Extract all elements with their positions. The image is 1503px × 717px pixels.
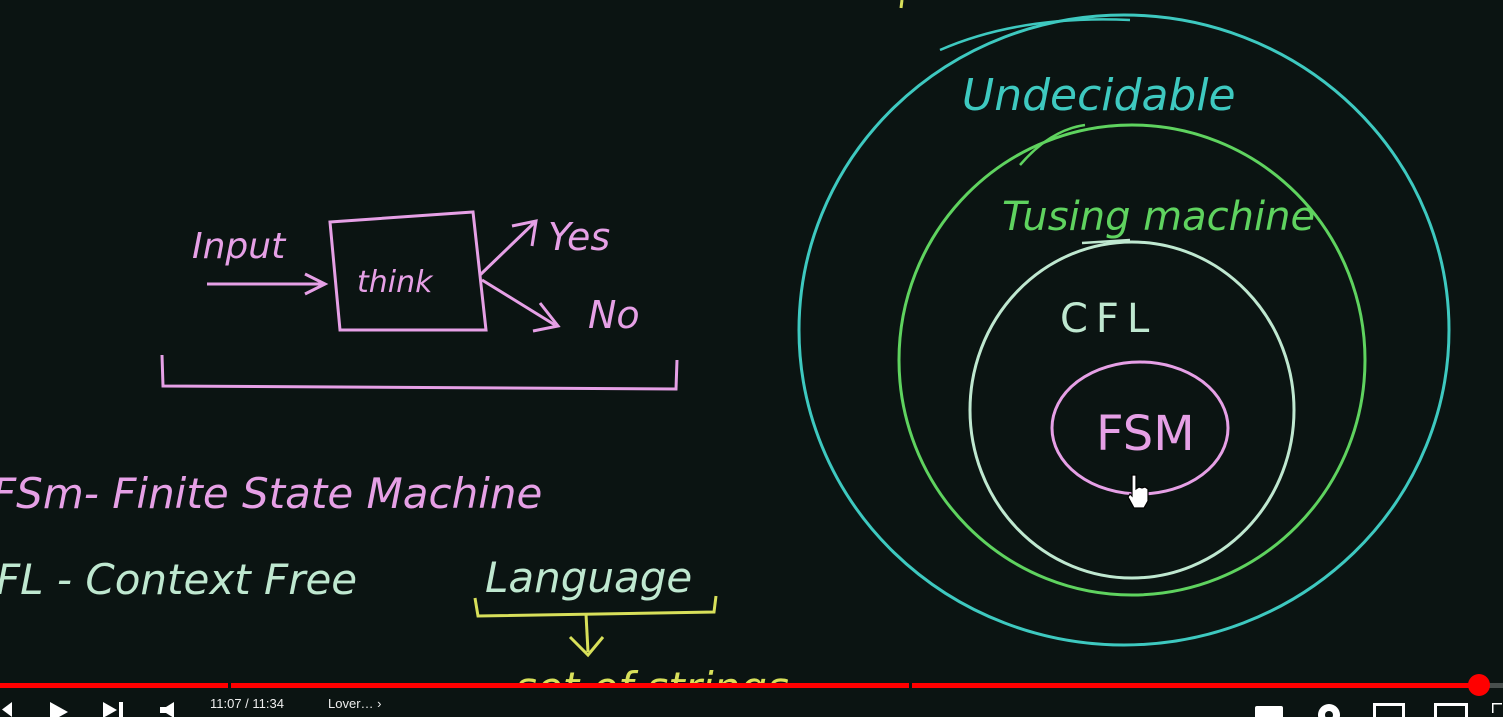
think-box [328,210,488,332]
set-of-strings: set of strings [515,663,789,683]
player-controls: 11:07 / 11:34 Lover… › [0,690,1503,717]
undecidable-label: Undecidable [962,70,1236,121]
subtitles-icon[interactable] [1255,706,1283,717]
next-icon[interactable] [103,702,125,717]
chapter-marker [909,683,912,688]
undecidable-boundary-overstroke [939,18,1131,52]
input-arrow-head [304,272,329,296]
progress-bar[interactable] [0,674,1503,696]
no-label: No [588,293,640,337]
cfl-boundary-overstroke [1081,238,1131,245]
undecidable-boundary [797,13,1451,647]
language-brace [473,595,718,618]
input-label: Input [192,226,287,267]
flow-bracket [160,354,679,391]
turing-boundary-overstroke [1019,123,1086,166]
fsm-label: FSM [1096,406,1195,462]
think-label: think [357,265,434,300]
miniplayer-icon[interactable] [1373,703,1405,717]
language-word: Language [485,553,692,602]
yes-label: Yes [548,215,610,259]
turing-machine-label: Tusing machine [1002,194,1315,240]
fsm-definition: FSm- Finite State Machine [0,469,542,518]
cfl-boundary [968,240,1296,580]
hand-cursor-icon [1127,474,1149,509]
yes-arrow-head [511,219,538,247]
volume-icon[interactable] [160,702,182,717]
progress-fill [0,683,1479,688]
chapter-marker [228,683,231,688]
time-display: 11:07 / 11:34 [210,696,284,711]
cfl-definition: FL - Context Free [0,555,357,604]
yes-arrow [478,220,537,277]
settings-icon[interactable] [1315,703,1343,717]
cfl-label: CFL [1060,296,1157,342]
whiteboard-canvas: Input think Yes No FSm- Finite State Mac… [0,0,1451,683]
language-arrow-head [568,635,605,658]
no-arrow-head [532,302,561,333]
turing-machine-boundary [897,123,1367,597]
theater-icon[interactable] [1434,703,1468,717]
language-arrow [584,613,590,653]
top-mark [899,0,904,9]
fullscreen-icon[interactable] [1492,703,1503,717]
no-arrow [481,278,556,327]
progress-scrubber[interactable] [1467,674,1490,696]
play-icon[interactable] [48,702,68,717]
chapter-title[interactable]: Lover… › [328,696,382,711]
prev-icon[interactable] [0,702,12,717]
